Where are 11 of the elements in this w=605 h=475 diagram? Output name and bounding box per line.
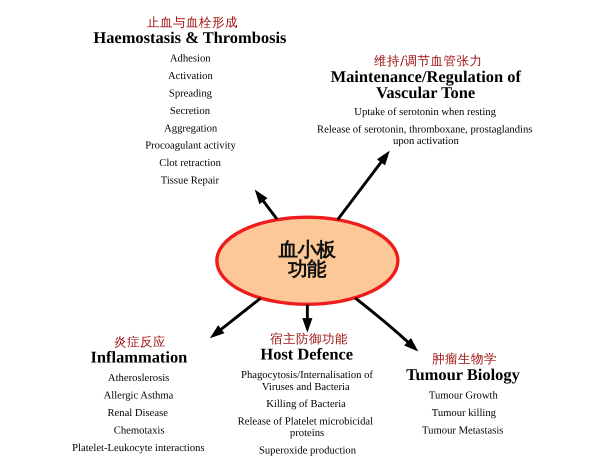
arrow (209, 297, 261, 338)
arrow (336, 150, 390, 221)
node-text: 维持/调节血管张力 Maintenance/Regulation of Vascular Tone Uptake of serotonin when resting Release of serotonin, thromboxane, prostaglandins upon activation (316, 53, 532, 147)
arrow (254, 190, 278, 220)
node-text: 炎症反应 Inflammation Atheroslerosis Allergic Asthma Renal Disease Chemotaxis Platelet-Leukocyte interactions (72, 334, 204, 454)
arrow (302, 304, 312, 333)
node-text: 肿瘤生物学 Tumour Biology Tumour Growth Tumour killing Tumour Metastasis (406, 351, 520, 436)
arrow (354, 296, 418, 352)
node-text: 宿主防御功能 Host Defence Phagocytosis/Internalisation of Viruses and Bacteria Killing of Bacteria Release of Platelet microbicidal proteins Superoxide production (237, 330, 373, 457)
node-text: 止血与血栓形成 Haemostasis & Thrombosis Adhesion Activation Spreading Secretion Aggregation Procoagulant activity Clot retraction Tissue Repair (92, 14, 286, 187)
node-ellipse: 血小板功能 (214, 215, 400, 306)
